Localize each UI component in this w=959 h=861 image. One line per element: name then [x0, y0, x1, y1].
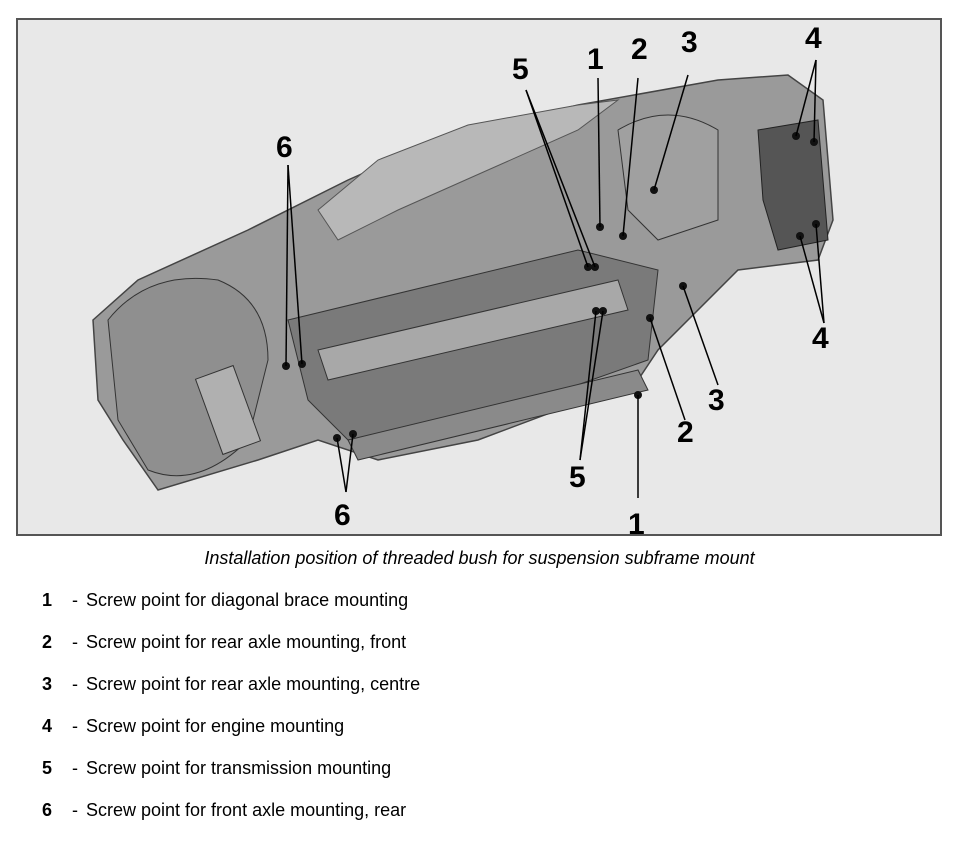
legend-text: Screw point for transmission mounting	[86, 758, 392, 778]
callout-1-bottom: 1	[628, 508, 645, 536]
legend-dash: -	[72, 800, 78, 820]
legend-dash: -	[72, 716, 78, 736]
legend-number: 6	[42, 800, 53, 820]
side-sill	[347, 369, 649, 461]
callout-4-top: 4	[805, 22, 822, 55]
legend-number: 3	[42, 674, 53, 694]
callout-6-bottom: 6	[334, 499, 351, 532]
legend-number: 2	[42, 632, 53, 652]
legend-dash: -	[72, 632, 78, 652]
callout-1-top: 1	[587, 43, 604, 76]
legend-item: 3 - Screw point for rear axle mounting, …	[42, 674, 420, 716]
car-body-illustration: 1 1 2 2 3 3 4 4 5 5 6 6	[16, 18, 942, 536]
legend-item: 2 - Screw point for rear axle mounting, …	[42, 632, 420, 674]
legend-number: 5	[42, 758, 53, 778]
legend-text: Screw point for front axle mounting, rea…	[86, 800, 407, 820]
legend-item: 6 - Screw point for front axle mounting,…	[42, 800, 420, 842]
callout-4-bottom: 4	[812, 322, 829, 355]
legend-item: 1 - Screw point for diagonal brace mount…	[42, 590, 420, 632]
legend-dash: -	[72, 758, 78, 778]
front-crossmember	[194, 364, 262, 456]
figure-caption: Installation position of threaded bush f…	[204, 548, 755, 568]
callout-3-top: 3	[681, 26, 698, 59]
rear-wheel-arch	[617, 114, 719, 241]
legend-item: 4 - Screw point for engine mounting	[42, 716, 420, 758]
callout-6-top: 6	[276, 131, 293, 164]
car-underbody-drawing	[92, 59, 834, 498]
legend-text: Screw point for engine mounting	[86, 716, 345, 736]
callout-2-top: 2	[631, 33, 648, 66]
legend-dash: -	[72, 674, 78, 694]
callout-2-bottom: 2	[677, 416, 694, 449]
legend-dash: -	[72, 590, 78, 610]
floor-channel	[317, 279, 629, 381]
legend-item: 5 - Screw point for transmission mountin…	[42, 758, 420, 800]
legend-list: 1 - Screw point for diagonal brace mount…	[42, 590, 420, 842]
callout-5-bottom: 5	[569, 461, 586, 494]
callout-5-top: 5	[512, 53, 529, 86]
legend-text: Screw point for rear axle mounting, cent…	[86, 674, 421, 694]
legend-text: Screw point for rear axle mounting, fron…	[86, 632, 407, 652]
legend-number: 1	[42, 590, 53, 610]
leader-lines	[285, 59, 825, 498]
legend-text: Screw point for diagonal brace mounting	[86, 590, 409, 610]
legend-number: 4	[42, 716, 53, 736]
callout-3-bottom: 3	[708, 384, 725, 417]
